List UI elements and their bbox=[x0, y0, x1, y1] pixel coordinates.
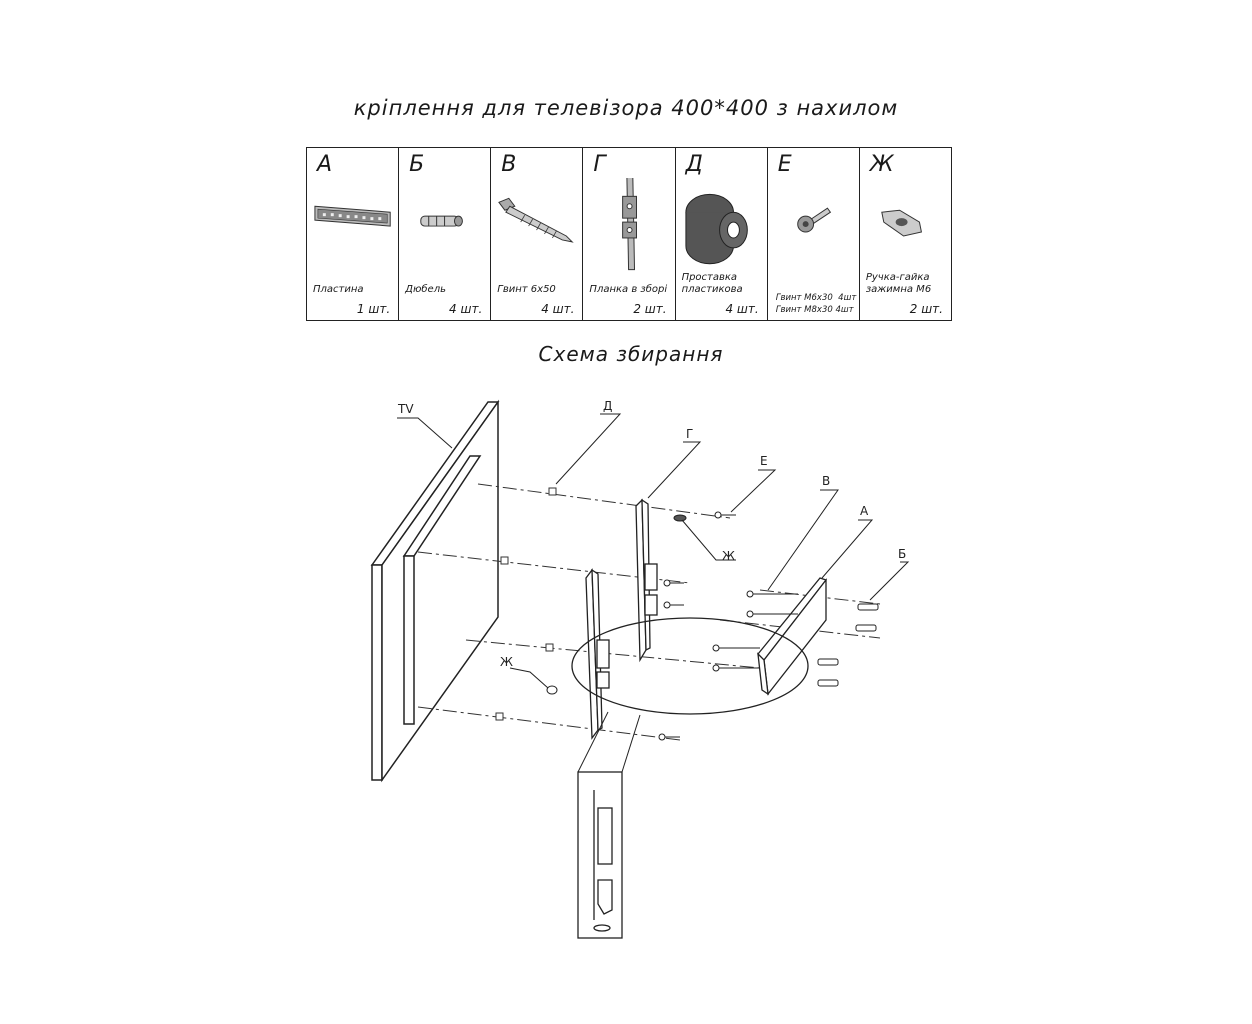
bolts-e bbox=[658, 511, 736, 741]
part-qty: 4 шт. bbox=[541, 302, 575, 316]
label-d: Д bbox=[603, 399, 612, 413]
part-name: Дюбель bbox=[405, 284, 446, 295]
wall-plate bbox=[757, 577, 828, 696]
detail-ellipse bbox=[571, 617, 809, 715]
label-b: Б bbox=[898, 547, 906, 561]
part-letter: Е bbox=[777, 152, 792, 177]
part-cell-e: Е Гвинт М6х30 4шт Гвинт М8х30 4шт bbox=[768, 148, 860, 320]
wing-nut-icon bbox=[881, 209, 922, 237]
dowels bbox=[817, 603, 879, 687]
part-cell-g: Г Планка в зборі 2 шт. bbox=[583, 148, 676, 320]
bracket-arm-icon bbox=[622, 178, 638, 271]
part-cell-a: А Пластина 1 шт. bbox=[307, 148, 400, 320]
part-qty: 2 шт. bbox=[633, 302, 667, 316]
part-name: Проставка пластикова bbox=[681, 272, 743, 295]
detail-leader bbox=[621, 714, 641, 773]
part-qty: 1 шт. bbox=[356, 302, 391, 316]
scheme-title: Схема збирання bbox=[538, 342, 724, 366]
label-zh-lower: Ж bbox=[500, 655, 513, 669]
part-qty: 4 шт. bbox=[725, 302, 759, 316]
label-v: В bbox=[822, 474, 830, 488]
part-letter: Г bbox=[593, 152, 606, 177]
detail-inset bbox=[577, 771, 623, 939]
label-a: А bbox=[860, 504, 869, 518]
bracket-arm-lower bbox=[585, 568, 610, 740]
parts-table: А Пластина 1 шт. Б Дюбель 4 шт. В bbox=[306, 147, 952, 321]
wing-nuts bbox=[546, 514, 687, 695]
dowel-icon bbox=[420, 215, 464, 227]
part-name: Ручка-гайка зажимна М6 bbox=[865, 272, 932, 295]
label-g: Г bbox=[686, 427, 693, 441]
page-title: кріплення для телевізора 400*400 з нахил… bbox=[353, 96, 899, 120]
lag-screw-icon bbox=[498, 197, 575, 243]
part-cell-zh: Ж Ручка-гайка зажимна М6 2 шт. bbox=[860, 148, 951, 320]
part-letter: Д bbox=[685, 152, 703, 177]
part-name: Пластина bbox=[313, 284, 364, 295]
part-cell-b: Б Дюбель 4 шт. bbox=[399, 148, 492, 320]
part-letter: В bbox=[501, 152, 517, 177]
spacers bbox=[495, 487, 557, 721]
part-letter: А bbox=[317, 152, 333, 177]
bracket-arm-upper bbox=[635, 498, 658, 663]
leaders bbox=[397, 413, 910, 689]
label-e: Е bbox=[760, 454, 768, 468]
part-letter: Ж bbox=[869, 152, 894, 177]
spacer-icon bbox=[684, 193, 748, 265]
label-tv: TV bbox=[397, 402, 414, 416]
lag-screws bbox=[712, 590, 798, 672]
part-name: Гвинт М6х30 4шт Гвинт М8х30 4шт bbox=[775, 293, 857, 315]
detail-leader bbox=[577, 711, 609, 773]
part-qty: 2 шт. bbox=[909, 302, 943, 316]
tv-panel bbox=[370, 399, 500, 783]
bolt-icon bbox=[796, 207, 831, 233]
part-name: Гвинт 6х50 bbox=[497, 284, 556, 295]
part-name: Планка в зборі bbox=[589, 284, 668, 295]
plate-icon bbox=[314, 205, 391, 227]
part-cell-v: В Гвинт 6х50 4 шт. bbox=[491, 148, 584, 320]
part-letter: Б bbox=[409, 152, 425, 177]
part-cell-d: Д Проставка пластикова 4 шт. bbox=[676, 148, 768, 320]
label-zh-upper: Ж bbox=[722, 549, 735, 563]
part-qty: 4 шт. bbox=[449, 302, 483, 316]
